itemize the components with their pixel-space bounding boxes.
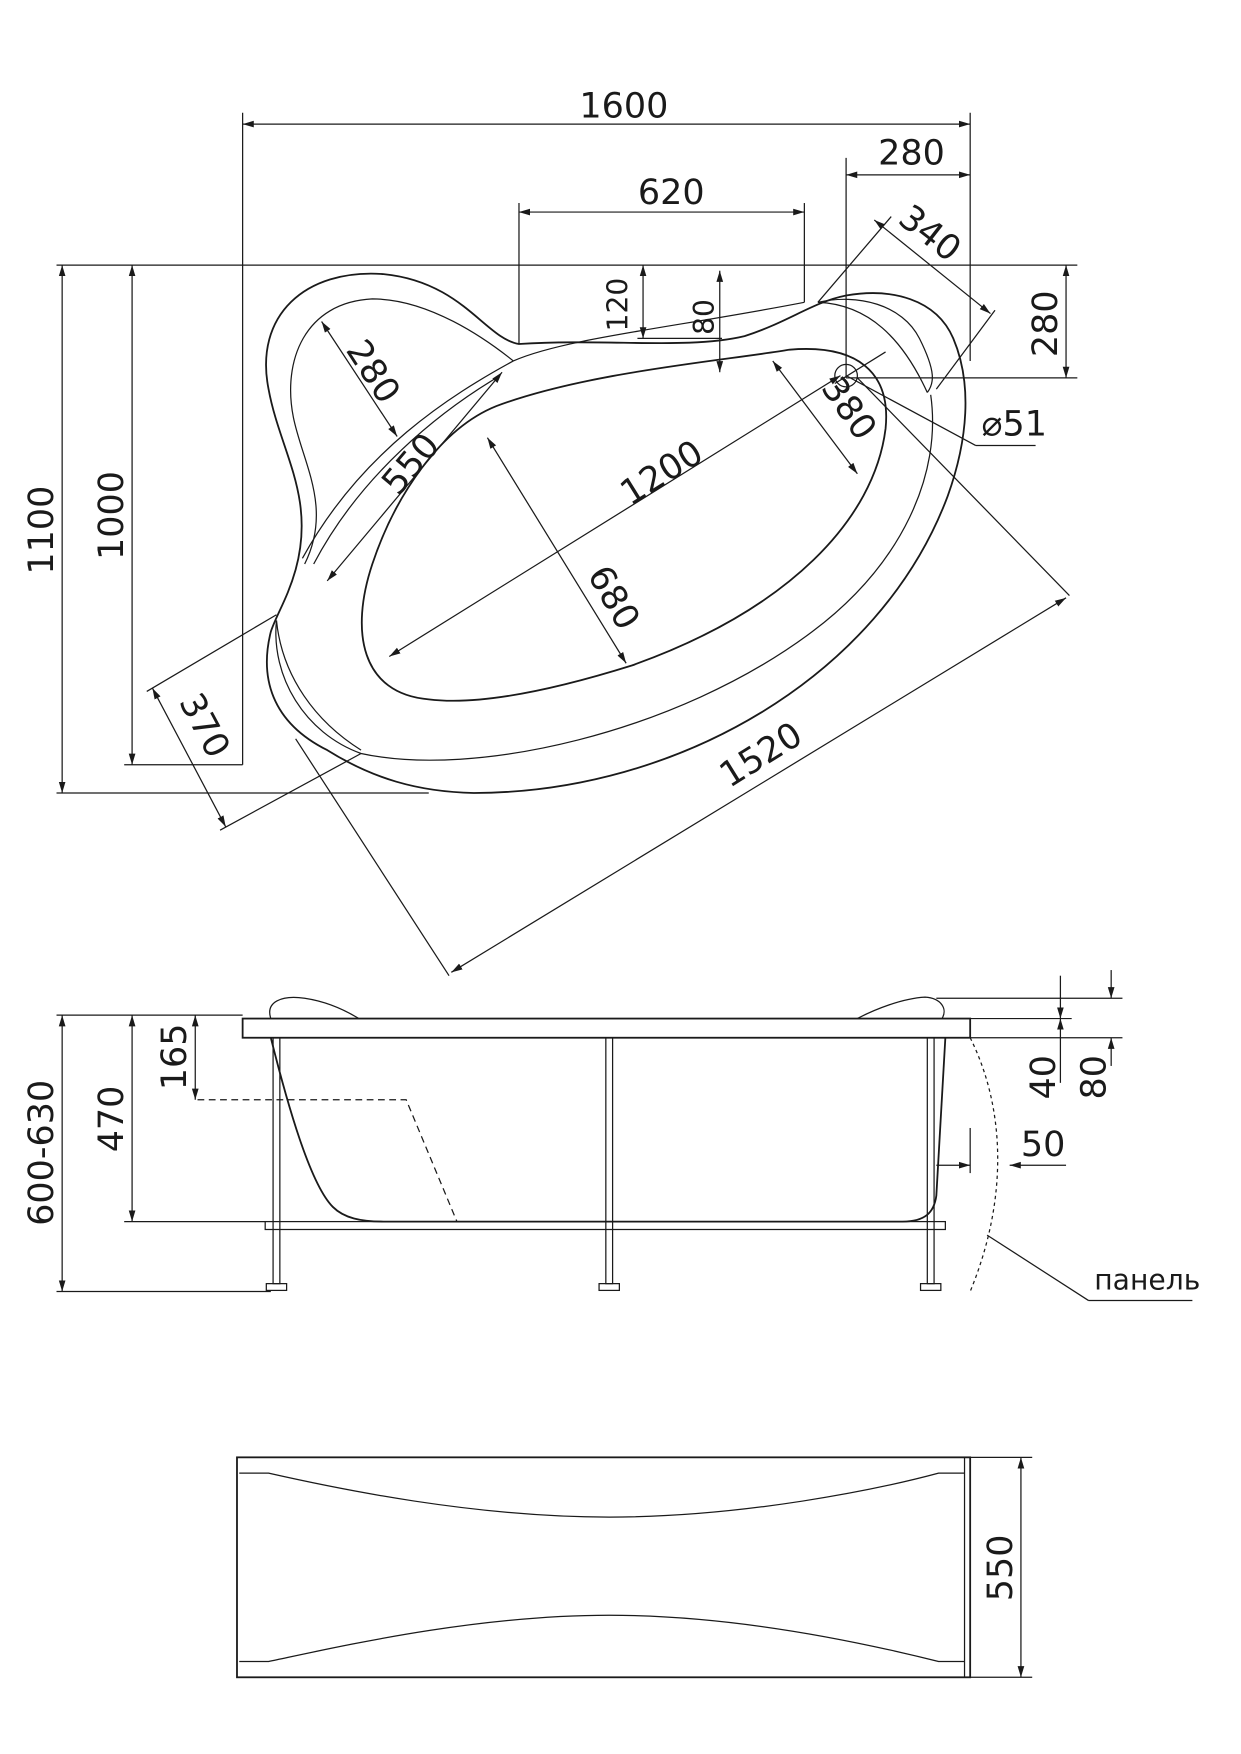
dim-drain-offset-right: 280 [878,134,945,174]
dim-drain-diameter: ⌀51 [981,404,1047,444]
side-view: панель 600-630 470 165 40 80 50 [22,970,1200,1302]
panel-view: 550 [236,1456,1033,1679]
panel-label: панель [1094,1263,1200,1296]
panel-rect [236,1456,972,1679]
dim-backrest-width: 620 [638,173,705,213]
bottom-rail [264,1220,946,1231]
dim-seat-380: 380 [813,370,884,448]
tub-body [269,1037,947,1223]
dim-40: 40 [1024,1055,1064,1099]
dim-tub-height: 470 [92,1086,132,1153]
basin [360,348,888,702]
dim-corner-seat: 340 [891,198,968,271]
dim-left-seat-width: 280 [338,333,408,411]
dim-basin-width: 680 [579,559,647,637]
dim-front-370: 370 [171,687,238,765]
dim-panel-height: 550 [981,1535,1021,1602]
panel-outline [969,1037,999,1292]
dim-drain-offset-top: 280 [1026,290,1066,357]
tub-rim [241,1017,972,1039]
top-view: 1600 280 620 340 280 1100 1000 120 80 ⌀5… [22,86,1078,977]
dim-overall-width: 1600 [579,86,668,126]
dim-rim-120: 120 [601,278,634,332]
dim-inner-depth: 1000 [92,471,132,560]
dim-rim-to-seat: 165 [155,1024,195,1091]
dim-80: 80 [1075,1055,1115,1099]
legs [265,1037,942,1292]
dim-left-seat-length: 550 [375,426,449,503]
dim-basin-length: 1200 [614,433,711,514]
dim-rim-80: 80 [688,299,721,335]
dim-overall-depth: 1100 [22,486,62,575]
dim-panel-offset: 50 [1021,1125,1065,1165]
dim-total-height: 600-630 [22,1080,62,1226]
